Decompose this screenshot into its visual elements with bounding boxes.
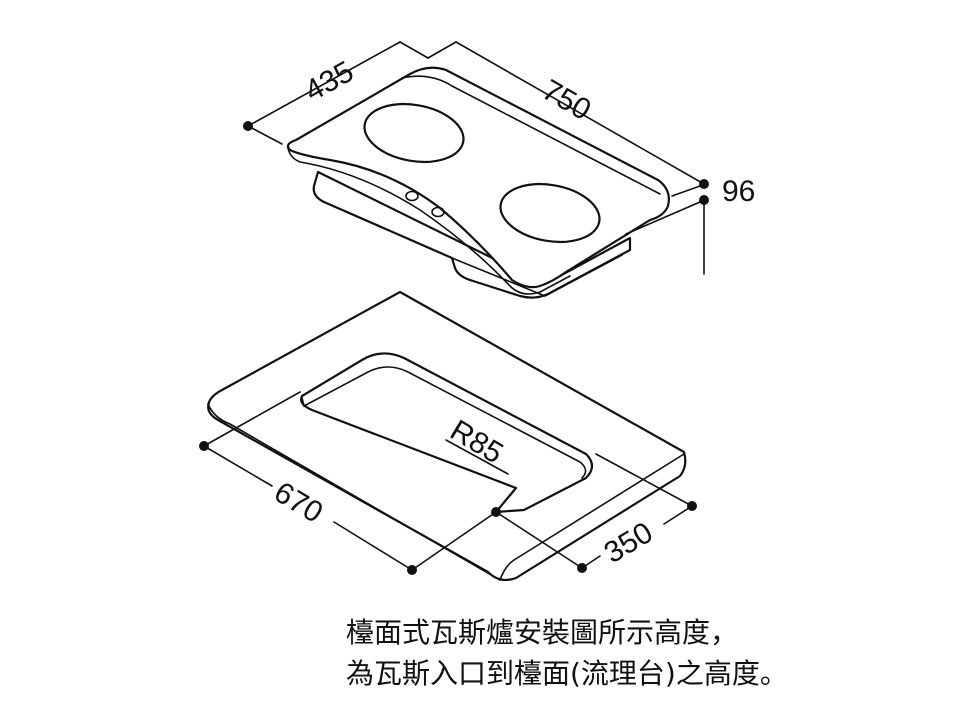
countertop <box>207 290 687 582</box>
hob-width-label: 750 <box>537 73 597 127</box>
hob-depth-label: 435 <box>299 55 359 108</box>
control-knob-1 <box>405 190 419 202</box>
burner-left <box>363 102 465 164</box>
control-knob-2 <box>431 206 445 218</box>
hob-top-panel <box>286 66 670 289</box>
caption-line-2: 為瓦斯入口到檯面(流理台)之高度。 <box>346 657 788 690</box>
caption-line-1: 檯面式瓦斯爐安裝圖所示高度， <box>346 616 739 649</box>
cutout-bottom-edge <box>301 397 305 407</box>
countertop-front-edge <box>207 403 501 581</box>
gas-hob <box>286 66 670 299</box>
hob-rear-edge <box>401 75 661 195</box>
hob-height-label: 96 <box>722 175 755 208</box>
caption: 檯面式瓦斯爐安裝圖所示高度， 為瓦斯入口到檯面(流理台)之高度。 <box>346 612 946 694</box>
countertop-right-edge <box>499 453 685 581</box>
cutout-width-label: 670 <box>268 476 328 530</box>
cutout-inner-edge <box>303 366 587 479</box>
cutout-depth-label: 350 <box>599 516 659 570</box>
countertop-slab <box>207 290 687 582</box>
hob-bottom-edge <box>451 254 623 297</box>
burner-right <box>499 182 601 244</box>
hob-front-lip <box>287 147 571 295</box>
dim-dot <box>699 179 709 189</box>
